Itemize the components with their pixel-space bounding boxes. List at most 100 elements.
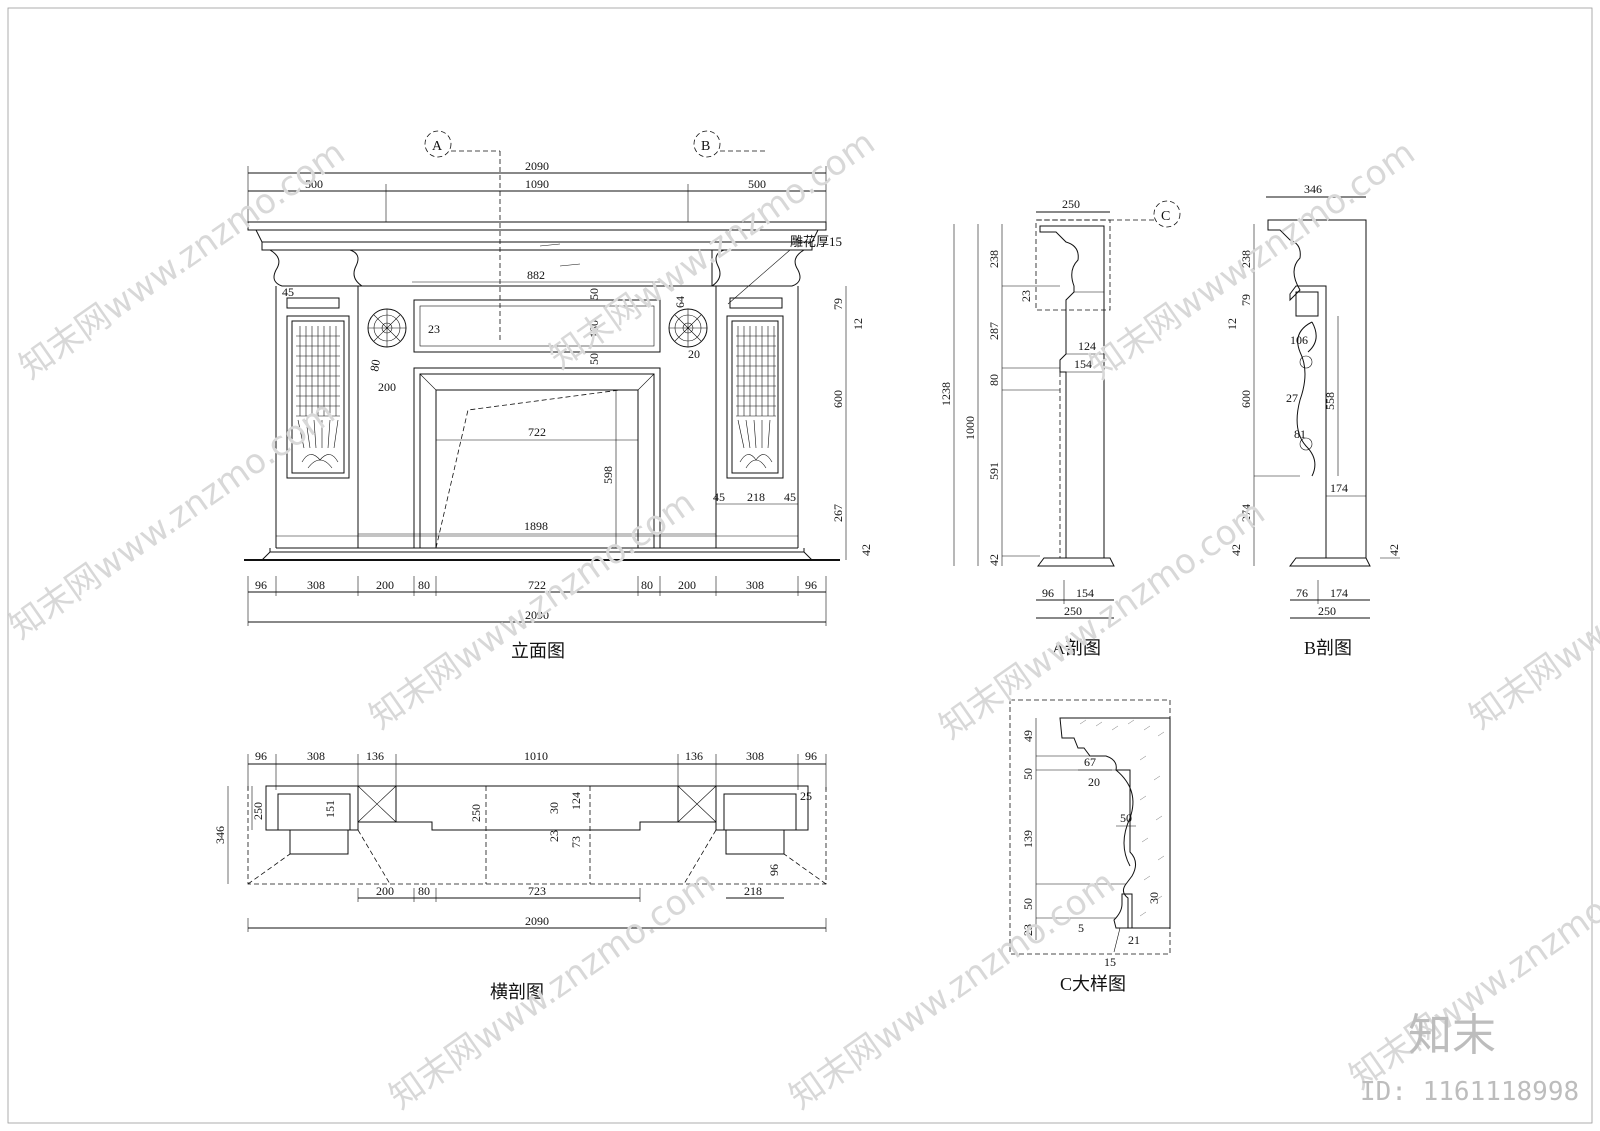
marker-a-label: A <box>432 139 443 154</box>
right-pilaster-grille <box>736 326 776 469</box>
sec-a-80: 80 <box>987 374 1001 386</box>
dim-opening-598: 598 <box>601 466 615 484</box>
left-rosette <box>367 308 407 348</box>
detail-49: 49 <box>1021 730 1035 742</box>
detail-5: 5 <box>1078 921 1084 935</box>
sec-b-b76: 76 <box>1296 586 1308 600</box>
dim-rosette-23: 23 <box>428 322 440 336</box>
cross-151: 151 <box>323 800 337 818</box>
sec-b-12: 12 <box>1225 318 1239 330</box>
watermark-text: 知末网www.znzmo.com <box>382 863 722 1118</box>
dim-rosette-r80: 80 <box>367 358 383 372</box>
dim-r-12: 12 <box>851 318 865 330</box>
section-a-title: A剖图 <box>1052 638 1101 658</box>
sec-b-558: 558 <box>1323 392 1337 410</box>
sec-b-81: 81 <box>1294 427 1306 441</box>
cross-b200: 200 <box>376 884 394 898</box>
carving-note: 雕花厚15 <box>790 234 842 249</box>
dim-r-79: 79 <box>831 298 845 310</box>
cross-section-view: 96 308 136 1010 136 308 96 346 250 151 2… <box>213 749 827 1002</box>
id-watermark: ID: 1161118998 <box>1360 1077 1579 1107</box>
brand-watermark: 知末 <box>1408 1010 1496 1061</box>
detail-c-view: 49 50 139 50 23 67 20 50 30 5 21 15 C大样图 <box>1009 699 1171 994</box>
dim-rosette-64: 64 <box>673 296 687 308</box>
sec-b-top-346: 346 <box>1304 182 1322 196</box>
section-b-view: 346 238 79 12 600 274 42 106 27 558 81 1… <box>1225 182 1401 658</box>
sec-a-b96: 96 <box>1042 586 1054 600</box>
detail-30: 30 <box>1147 892 1161 904</box>
cross-73: 73 <box>569 836 583 848</box>
right-rosette <box>668 308 708 348</box>
dim-bottom-4: 722 <box>528 578 546 592</box>
sec-b-27: 27 <box>1286 391 1298 405</box>
cross-total: 2090 <box>525 914 549 928</box>
cross-23: 23 <box>547 830 561 842</box>
sec-a-top-250: 250 <box>1062 197 1080 211</box>
dim-bottom-3: 80 <box>418 578 430 592</box>
watermark-text: 知末网www.znzmo.com <box>1082 133 1422 388</box>
sec-a-b250: 250 <box>1064 604 1082 618</box>
sec-b-174: 174 <box>1330 481 1348 495</box>
sec-b-106: 106 <box>1290 333 1308 347</box>
cross-top-0: 96 <box>255 749 267 763</box>
sec-a-b154: 154 <box>1076 586 1094 600</box>
sec-a-inner-154: 154 <box>1074 357 1092 371</box>
cross-96: 96 <box>767 864 781 876</box>
dim-rosette-20: 20 <box>688 347 700 361</box>
marker-b-circle <box>693 130 721 158</box>
dim-panel-50a: 50 <box>587 288 601 300</box>
sec-b-79: 79 <box>1239 294 1253 306</box>
section-b-title: B剖图 <box>1304 638 1352 658</box>
sec-a-1000: 1000 <box>963 416 977 440</box>
cross-top-2: 136 <box>366 749 384 763</box>
cross-b80: 80 <box>418 884 430 898</box>
marker-c-circle <box>1153 200 1181 228</box>
dim-pil-45a: 45 <box>713 490 725 504</box>
cross-b218: 218 <box>744 884 762 898</box>
detail-15: 15 <box>1104 955 1116 969</box>
watermark-text: 知末网www.znzmo.com <box>2 393 342 648</box>
watermark-text: 知末网www.znzmo.com <box>1462 483 1600 738</box>
dim-base-1898: 1898 <box>524 519 548 533</box>
sheet-border <box>7 7 1593 1124</box>
sec-b-b174: 174 <box>1330 586 1348 600</box>
detail-67: 67 <box>1084 755 1096 769</box>
cross-top-4: 136 <box>685 749 703 763</box>
detail-50a: 50 <box>1021 768 1035 780</box>
sec-b-42: 42 <box>1229 544 1243 556</box>
detail-c-title: C大样图 <box>1060 974 1126 994</box>
watermark-text: 知末网www.znzmo.com <box>932 493 1272 748</box>
dim-r-267: 267 <box>831 504 845 522</box>
dim-bottom-0: 96 <box>255 578 267 592</box>
sec-a-1238: 1238 <box>939 382 953 406</box>
cross-top-1: 308 <box>307 749 325 763</box>
dim-opening-722: 722 <box>528 425 546 439</box>
dim-pilaster-45-left: 45 <box>282 285 294 299</box>
dim-r-42: 42 <box>859 544 873 556</box>
section-a-view: 250 C 1238 1000 238 287 80 591 42 23 124… <box>939 197 1181 658</box>
detail-50b: 50 <box>1021 898 1035 910</box>
detail-50: 50 <box>1120 811 1132 825</box>
cross-section-title: 横剖图 <box>490 982 544 1002</box>
sec-b-274: 274 <box>1239 504 1253 522</box>
cross-l-346: 346 <box>213 826 227 844</box>
sec-b-b250: 250 <box>1318 604 1336 618</box>
marker-c-label: C <box>1161 209 1170 224</box>
detail-21: 21 <box>1128 933 1140 947</box>
dim-bottom-2: 200 <box>376 578 394 592</box>
detail-c-hatch <box>1079 719 1165 917</box>
dim-bottom-total: 2090 <box>525 608 549 622</box>
dim-r-600: 600 <box>831 390 845 408</box>
dim-top-right: 500 <box>748 177 766 191</box>
left-pilaster-grille <box>296 326 340 469</box>
cross-top-5: 308 <box>746 749 764 763</box>
cross-250: 250 <box>469 804 483 822</box>
sec-a-591: 591 <box>987 462 1001 480</box>
watermark-layer: 知末网www.znzmo.com 知末网www.znzmo.com 知末网www… <box>2 123 1600 1118</box>
dim-panel-50b: 50 <box>587 353 601 365</box>
sec-a-42: 42 <box>987 554 1001 566</box>
dim-frieze-882: 882 <box>527 268 545 282</box>
cross-25: 25 <box>800 789 812 803</box>
sec-b-right-42: 42 <box>1387 544 1401 556</box>
cross-b723: 723 <box>528 884 546 898</box>
